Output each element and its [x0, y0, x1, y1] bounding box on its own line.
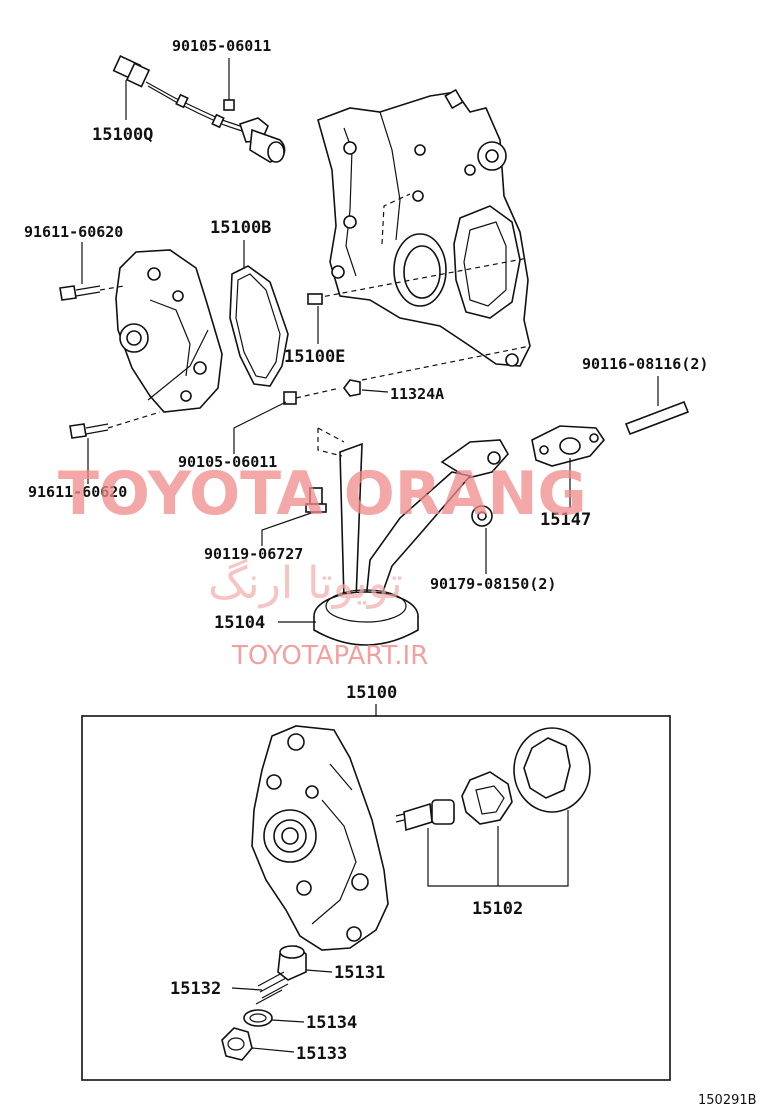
label-pin-e: 15100E	[284, 347, 345, 367]
bolt-strainer-drawing	[305, 487, 327, 513]
label-rotor-set: 15102	[472, 899, 523, 919]
gasket-15147-drawing	[531, 425, 606, 467]
relief-valve-drawing	[221, 945, 307, 1061]
watermark-url: TOYOTAPART.IR	[231, 641, 428, 671]
label-gasket-b: 15100B	[210, 218, 271, 238]
label-bolt-upper: 91611-60620	[24, 223, 123, 241]
label-gasket-15134: 15134	[306, 1013, 357, 1033]
label-stud: 90116-08116(2)	[582, 355, 708, 373]
label-gasket-15147: 15147	[540, 510, 591, 530]
gasket-15100b-drawing	[229, 265, 289, 387]
rotor-set-drawing	[395, 727, 591, 832]
label-bolt-lower: 91611-60620	[28, 483, 127, 501]
timing-cover-drawing	[317, 88, 531, 367]
diagram-code: 150291B	[698, 1093, 757, 1108]
label-bolt-mid: 90105-06011	[178, 453, 277, 471]
crank-sensor-drawing	[112, 55, 286, 163]
watermark-farsi: تویوتا ارنگ	[208, 558, 403, 609]
label-plug-15133: 15133	[296, 1044, 347, 1064]
label-bolt-strainer: 90119-06727	[204, 545, 303, 563]
label-plug-15132: 15132	[170, 979, 221, 999]
label-valve-15131: 15131	[334, 963, 385, 983]
pin-15100e-drawing	[307, 293, 323, 305]
label-assembly: 15100	[346, 683, 397, 703]
pump-body-upper-drawing	[59, 249, 223, 439]
label-sensor-bolt: 90105-06011	[172, 37, 271, 55]
assembly-box	[81, 715, 671, 1081]
pump-body-assembly-drawing	[251, 725, 389, 951]
plug-11324a-drawing	[343, 379, 361, 397]
stud-drawing	[624, 400, 690, 436]
label-plug-11324a: 11324A	[390, 385, 444, 403]
label-strainer: 15104	[214, 613, 265, 633]
label-crank-sensor: 15100Q	[92, 125, 153, 145]
nut-drawing	[471, 505, 493, 527]
strainer-drawing	[313, 439, 509, 646]
label-nut: 90179-08150(2)	[430, 575, 556, 593]
watermark-main: TOYOTA ORANG	[58, 459, 587, 529]
